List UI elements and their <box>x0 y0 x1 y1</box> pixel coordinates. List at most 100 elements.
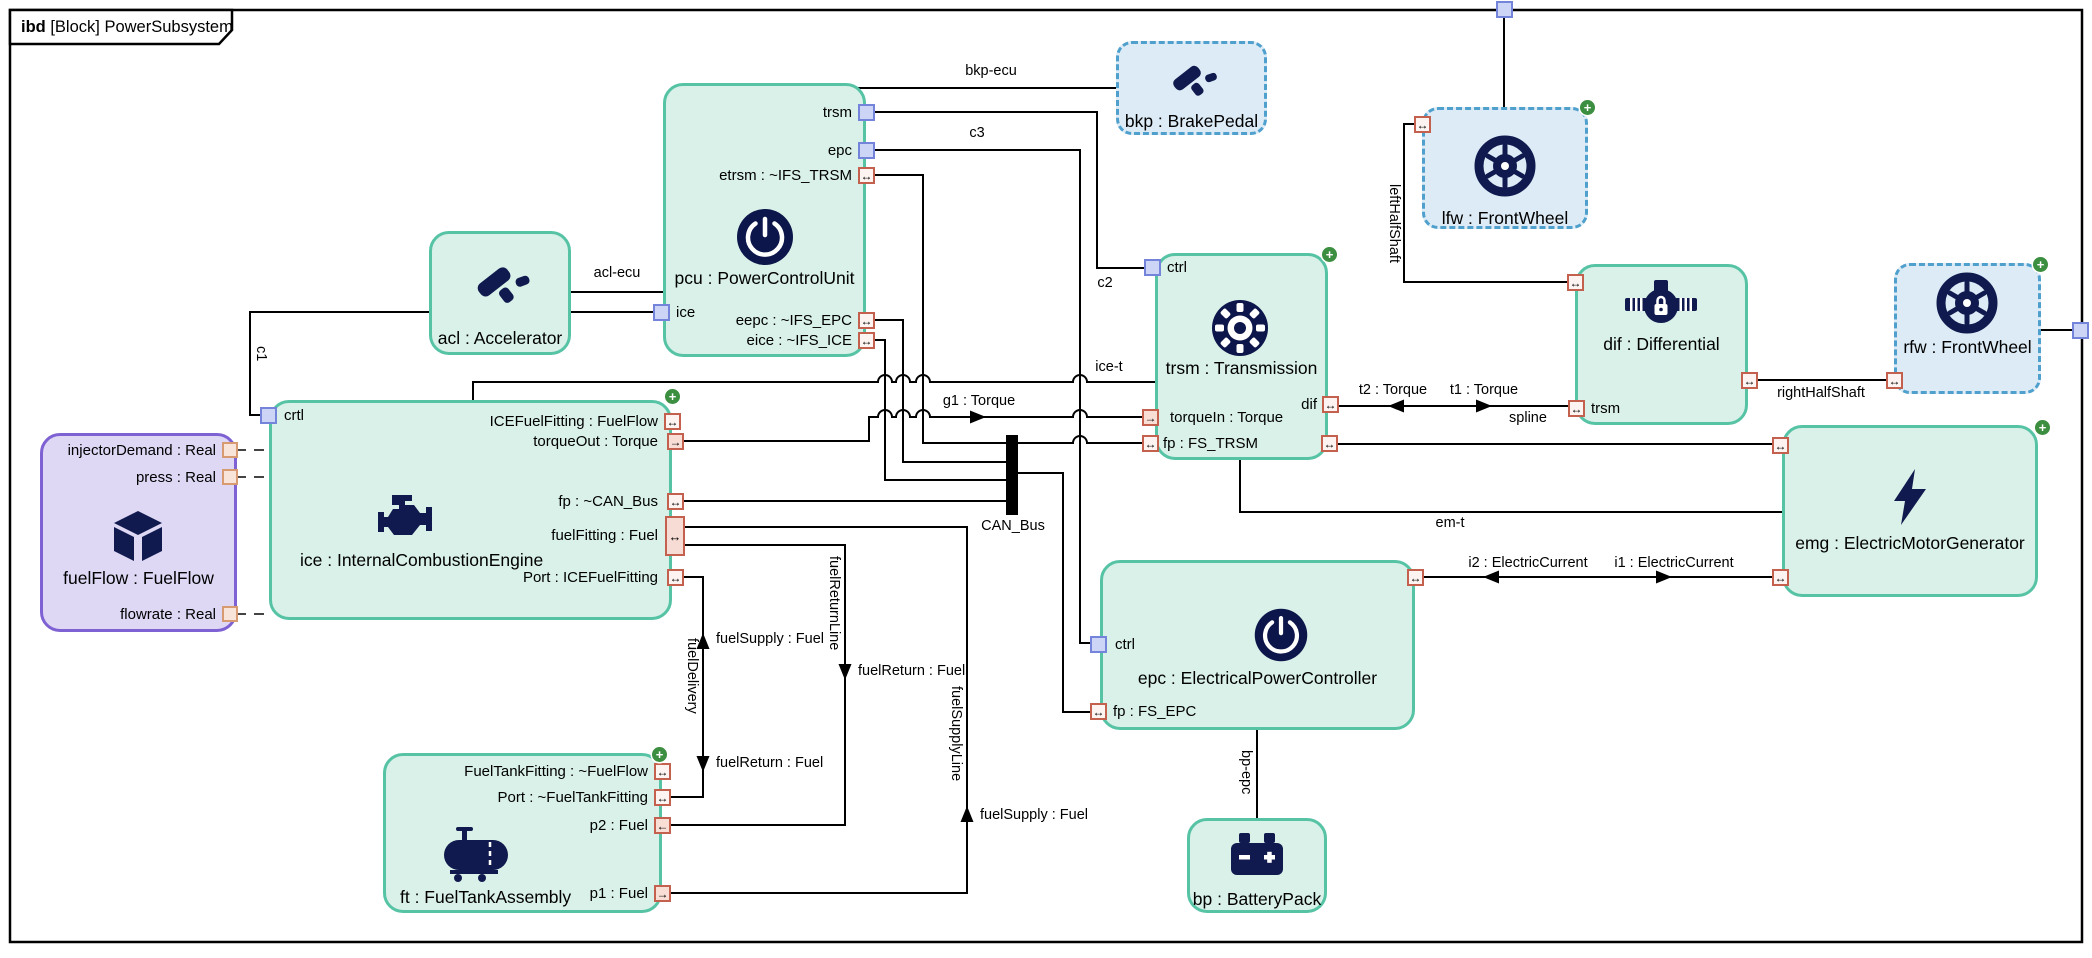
port-pcu-ice[interactable] <box>653 304 670 321</box>
port-label: fp : FS_TRSM <box>1163 435 1259 452</box>
cube-icon <box>114 511 162 561</box>
port-pcu-epc[interactable] <box>858 142 875 159</box>
port-pcu-trsm[interactable] <box>858 104 875 121</box>
port-ice-port[interactable]: ↔ <box>667 569 684 586</box>
port-pcu-eice[interactable]: ↔ <box>858 332 875 349</box>
right-arrow-icon: → <box>1144 410 1157 425</box>
connector-label-bkp-ecu: bkp-ecu <box>965 63 1017 79</box>
port-dif-right[interactable]: ↔ <box>1741 372 1758 389</box>
expand-icon[interactable]: + <box>1580 100 1595 115</box>
port-ice-icefuelfitting[interactable]: ↔ <box>664 413 681 430</box>
block-label: acl : Accelerator <box>437 328 563 348</box>
port-ice-fp[interactable]: ↔ <box>667 493 684 510</box>
port-label: injectorDemand : Real <box>67 442 216 459</box>
connector-label-c2: c2 <box>1097 275 1113 291</box>
port-label: p2 : Fuel <box>589 817 648 834</box>
port-emg-bottom[interactable]: ↔ <box>1772 569 1789 586</box>
bidir-arrows-icon: ↔ <box>1743 373 1756 388</box>
port-rfw-right[interactable] <box>2072 322 2089 339</box>
connector-label-lefthalfshaft: leftHalfShaft <box>1386 184 1402 263</box>
bidir-arrows-icon: ↔ <box>1323 436 1336 451</box>
port-emg-top[interactable]: ↔ <box>1772 437 1789 454</box>
port-fuelflow-flowrate[interactable] <box>222 606 238 622</box>
block-label: dif : Differential <box>1603 334 1720 354</box>
flow-label-i2: i2 : ElectricCurrent <box>1468 555 1588 571</box>
connector-label-bp-epc: bp-epc <box>1238 750 1254 795</box>
bidir-arrows-icon: ↔ <box>1888 373 1901 388</box>
port-label: epc <box>827 142 852 159</box>
block-bp[interactable] <box>1187 818 1327 913</box>
flow-label-t2: t2 : Torque <box>1358 382 1428 398</box>
port-ft-p1[interactable]: → <box>654 885 671 902</box>
fuel-tank-icon <box>444 827 508 882</box>
flow-label-t1: t1 : Torque <box>1449 382 1519 398</box>
port-trsm-torquein[interactable]: → <box>1142 409 1159 426</box>
port-label: Port : ~FuelTankFitting <box>497 789 648 806</box>
port-label: ctrl <box>1167 259 1187 276</box>
lightning-icon <box>1894 469 1926 525</box>
port-fuelflow-press[interactable] <box>222 469 238 485</box>
flow-label-i1: i1 : ElectricCurrent <box>1614 555 1734 571</box>
flow-label-fuelreturn: fuelReturn : Fuel <box>858 663 966 679</box>
block-ice[interactable] <box>269 400 672 620</box>
port-dif-left[interactable]: ↔ <box>1567 274 1584 291</box>
bidir-arrows-icon: ↔ <box>860 333 873 348</box>
bidir-arrows-icon: ↔ <box>1144 436 1157 451</box>
port-frame-top[interactable] <box>1496 1 1513 18</box>
connector-label-fuelreturnline: fuelReturnLine <box>826 556 842 651</box>
port-label: dif <box>1301 396 1317 413</box>
port-label: trsm <box>1591 400 1621 417</box>
port-trsm-ctrl[interactable] <box>1144 259 1161 276</box>
port-ft-port[interactable]: ↔ <box>654 789 671 806</box>
port-label: flowrate : Real <box>120 606 216 623</box>
port-dif-trsm[interactable]: ↔ <box>1568 400 1585 417</box>
block-label: epc : ElectricalPowerController <box>1137 668 1378 688</box>
bidir-arrows-icon: ↔ <box>1409 570 1422 585</box>
bidir-arrows-icon: ↔ <box>656 790 669 805</box>
expand-icon[interactable]: + <box>1322 247 1337 262</box>
expand-icon[interactable]: + <box>665 389 680 404</box>
port-label: ice <box>676 304 696 321</box>
gear-icon <box>1212 300 1268 356</box>
port-trsm-dif[interactable]: ↔ <box>1322 396 1339 413</box>
port-ice-torqueout[interactable]: → <box>667 433 684 450</box>
port-ft-p2[interactable]: ← <box>654 817 671 834</box>
expand-icon[interactable]: + <box>2035 420 2050 435</box>
connector-label-fueldelivery: fuelDelivery <box>684 638 700 714</box>
block-label: rfw : FrontWheel <box>1903 337 2032 357</box>
port-pcu-eepc[interactable]: ↔ <box>858 312 875 329</box>
port-epc-i2[interactable]: ↔ <box>1407 569 1424 586</box>
port-rfw-shaft[interactable]: ↔ <box>1886 372 1903 389</box>
port-epc-ctrl[interactable] <box>1090 636 1107 653</box>
port-pcu-etrsm[interactable]: ↔ <box>858 167 875 184</box>
port-lfw-shaft[interactable]: ↔ <box>1414 116 1431 133</box>
port-trsm-fp[interactable]: ↔ <box>1142 435 1159 452</box>
block-label: fuelFlow : FuelFlow <box>63 568 214 588</box>
bidir-arrows-icon: ↔ <box>1416 117 1429 132</box>
port-fuelflow-injectordemand[interactable] <box>222 442 238 458</box>
block-label: bp : BatteryPack <box>1192 889 1322 909</box>
port-label: trsm <box>822 104 852 121</box>
connector-label-em-t: em-t <box>1435 515 1465 531</box>
port-label: etrsm : ~IFS_TRSM <box>719 167 852 184</box>
port-ice-crtl[interactable] <box>260 407 277 424</box>
connector-label-spline: spline <box>1509 410 1547 426</box>
expand-icon[interactable]: + <box>652 747 667 762</box>
connector-label-fuelsupplyline: fuelSupplyLine <box>948 686 964 782</box>
power-icon <box>1254 608 1308 662</box>
port-ft-fueltankfitting[interactable]: ↔ <box>654 763 671 780</box>
diagram-title: ibd [Block] PowerSubsystem <box>21 18 233 37</box>
flow-label-fuelreturn: fuelReturn : Fuel <box>716 755 824 771</box>
port-ice-fuelfitting[interactable]: ↔ <box>665 516 685 556</box>
block-label: trsm : Transmission <box>1165 358 1318 378</box>
port-trsm-fp-right[interactable]: ↔ <box>1321 435 1338 452</box>
left-arrow-icon: ← <box>656 818 669 833</box>
bidir-arrows-icon: ↔ <box>860 313 873 328</box>
block-ft[interactable] <box>383 753 662 913</box>
expand-icon[interactable]: + <box>2033 257 2048 272</box>
block-label: ice : InternalCombustionEngine <box>300 550 544 570</box>
block-trsm[interactable] <box>1155 253 1328 460</box>
wheel-icon <box>1474 135 1536 197</box>
port-epc-fp[interactable]: ↔ <box>1090 703 1107 720</box>
